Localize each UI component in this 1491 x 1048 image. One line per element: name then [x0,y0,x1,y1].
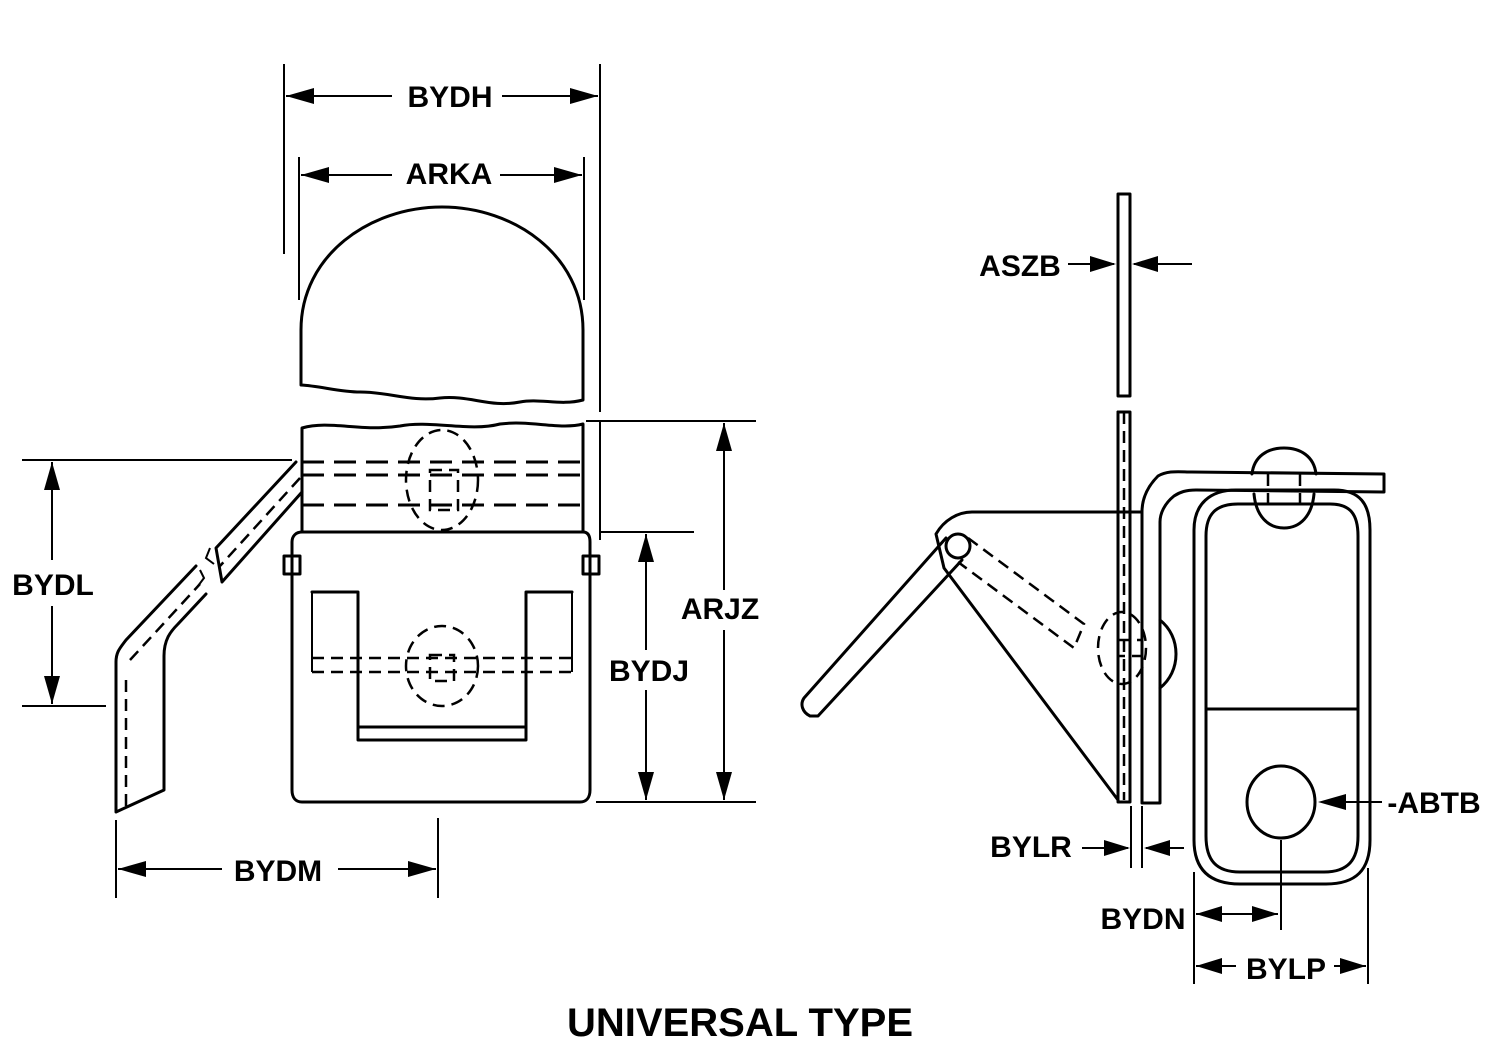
side-rivet [1158,618,1178,690]
plate-lower [1116,410,1132,804]
dim-label-bylp: BYLP [1246,953,1326,986]
top-rivet [1250,446,1318,476]
right-tab [581,554,601,576]
dome-body [299,205,585,406]
link-inner [1204,502,1360,874]
u-channel [310,590,574,742]
plate-upper [1116,192,1132,398]
lower-housing [290,530,592,804]
abtb-hole [1245,764,1317,840]
lower-pin-hidden [404,624,480,708]
side-view: ASZB BYLR -ABTB BYDN BYLP [800,192,1481,986]
l-bracket [1140,470,1386,805]
lever-arm-lower [114,564,208,814]
dim-label-bydn: BYDN [1100,903,1185,936]
lever-handle [800,536,964,718]
dim-label-arka: ARKA [406,158,493,191]
dim-label-arjz: ARJZ [681,593,759,626]
drawing-caption: UNIVERSAL TYPE [567,1001,913,1045]
link-outer [1192,488,1372,886]
pivot-pin [944,532,972,560]
upper-pin-hidden [404,428,480,532]
dim-label-bydh: BYDH [407,81,492,114]
dim-label-bydj: BYDJ [609,655,689,688]
dim-label-bydl: BYDL [12,569,94,602]
arm-frame [934,510,1144,802]
lever-arm-upper [214,460,304,584]
dim-label-aszb: ASZB [979,250,1061,283]
left-tab [282,554,302,576]
dim-label-bydm: BYDM [234,855,322,888]
front-view: BYDH ARKA BYDL ARJZ BYDJ BYDM [12,64,759,898]
clamp-block [300,421,585,534]
dim-label-abtb: -ABTB [1387,787,1480,820]
dim-label-bylr: BYLR [990,831,1072,864]
